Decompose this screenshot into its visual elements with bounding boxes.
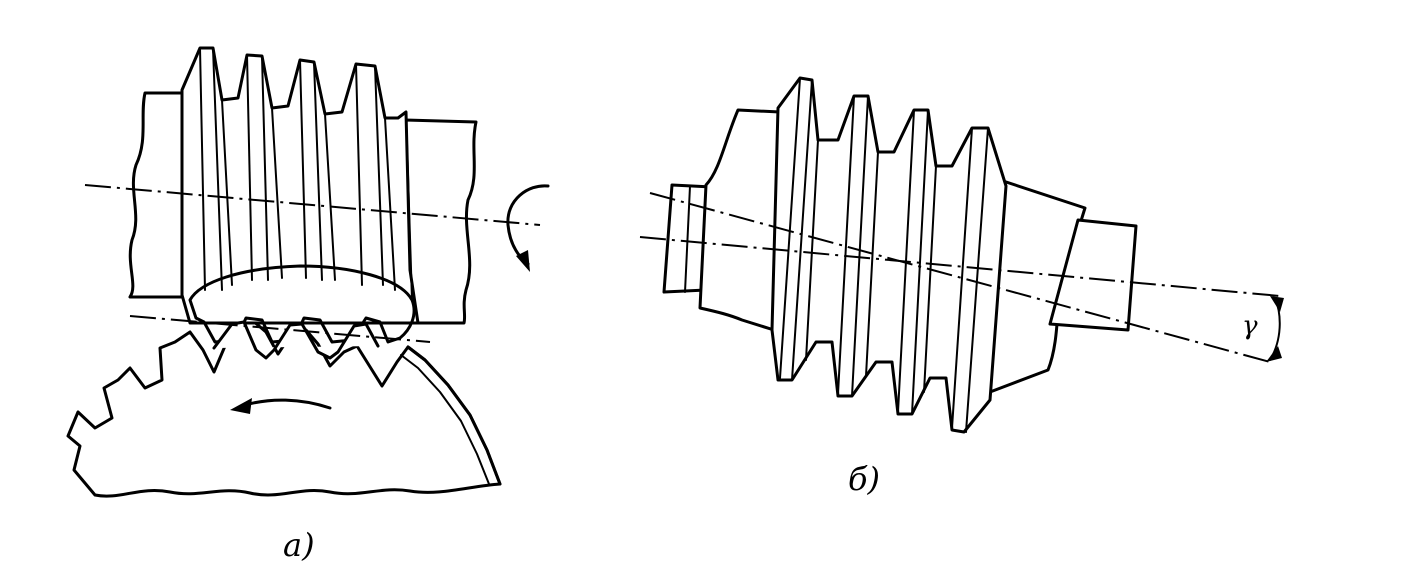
worm-cutter bbox=[180, 46, 420, 325]
caption-b: б) bbox=[848, 460, 880, 498]
gear-rotation-arrow bbox=[230, 398, 332, 414]
panel-b: γ б) bbox=[639, 76, 1284, 498]
angle-dimension bbox=[1266, 296, 1284, 362]
caption-a: a) bbox=[283, 526, 315, 564]
angle-gamma-label: γ bbox=[1242, 311, 1258, 341]
right-shaft-end bbox=[1048, 218, 1138, 332]
left-shaft bbox=[698, 108, 782, 332]
panel-a: a) bbox=[66, 46, 550, 564]
cutter-ridge-lines bbox=[199, 47, 413, 301]
gear-wheel bbox=[66, 318, 502, 498]
cutter-axis-line bbox=[84, 184, 541, 226]
worm-axis-line bbox=[649, 192, 1271, 363]
reference-axis-line bbox=[639, 236, 1281, 297]
cutter-arbor bbox=[128, 91, 478, 325]
gear-axis-line bbox=[129, 315, 431, 343]
worm-gear-body bbox=[770, 76, 1008, 434]
cutter-rotation-arrow bbox=[506, 184, 550, 272]
